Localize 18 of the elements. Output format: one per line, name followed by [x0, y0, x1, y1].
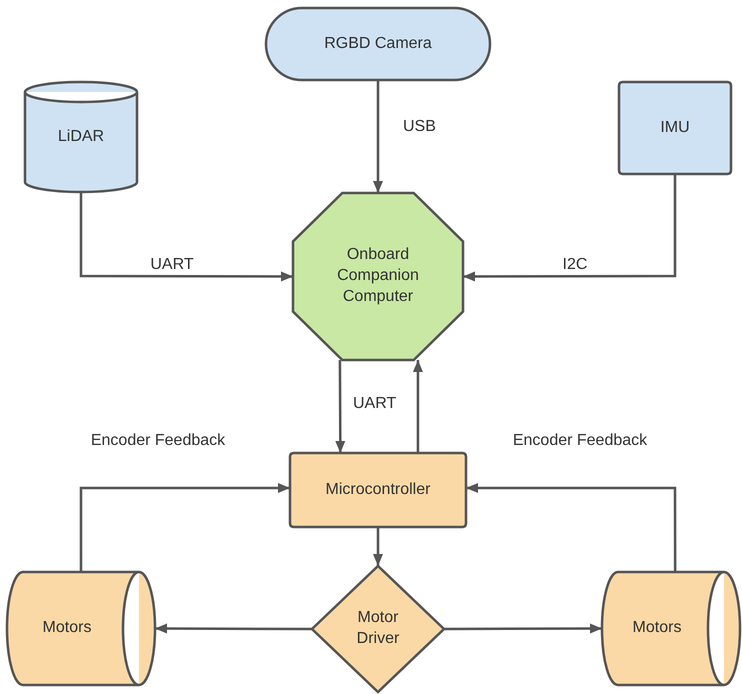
arrow [80, 483, 290, 572]
node-label: Microcontroller [326, 480, 430, 500]
arrow [466, 483, 676, 572]
node-label: Motors [42, 618, 92, 638]
arrow [373, 80, 383, 193]
node-label: Onboard Companion Computer [336, 245, 420, 307]
arrow [373, 527, 383, 566]
node-label: Motor Driver [356, 608, 400, 649]
node-label: LiDAR [58, 126, 104, 147]
arrow [463, 174, 676, 282]
arrow [335, 360, 346, 453]
node-label: Motors [632, 618, 682, 638]
arrow [412, 360, 423, 453]
node-label: RGBD Camera [324, 34, 432, 54]
node-label: IMU [660, 118, 690, 138]
arrow [155, 624, 312, 634]
arrow [444, 624, 602, 634]
arrow [80, 192, 293, 282]
